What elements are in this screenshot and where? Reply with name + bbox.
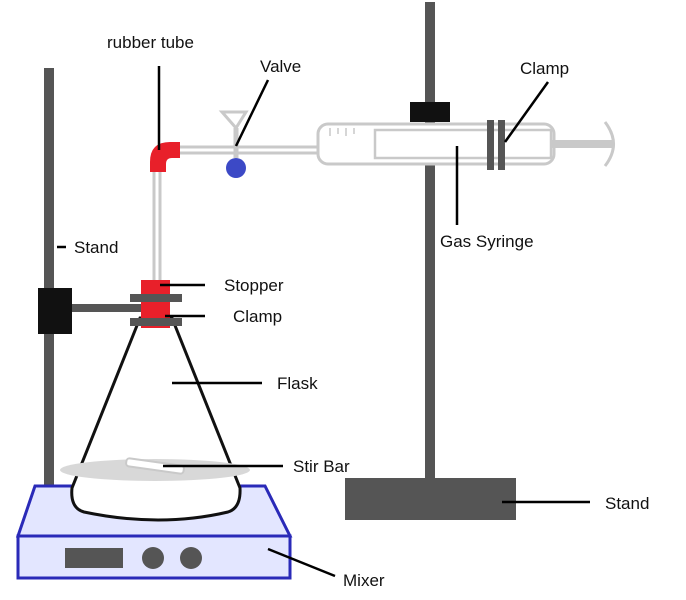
label-stand-right: Stand	[605, 494, 649, 513]
mixer-knob-1	[142, 547, 164, 569]
syringe-plunger-end	[603, 121, 615, 167]
right-stand-base	[345, 478, 516, 520]
left-clamp-block	[38, 288, 72, 334]
left-clamp-arm	[70, 304, 142, 312]
syringe-graduations	[329, 128, 355, 136]
right-stand-rod	[425, 2, 435, 480]
valve-knob	[226, 158, 246, 178]
label-rubber-tube: rubber tube	[107, 33, 194, 52]
left-stand-rod	[44, 68, 54, 500]
label-clamp-left: Clamp	[233, 307, 282, 326]
valve-funnel	[218, 110, 249, 131]
label-clamp-top: Clamp	[520, 59, 569, 78]
syringe-clamp-jaw-left	[487, 120, 494, 170]
label-valve: Valve	[260, 57, 301, 76]
label-stir-bar: Stir Bar	[293, 457, 350, 476]
label-flask: Flask	[277, 374, 318, 393]
mixer-display	[65, 548, 123, 568]
right-clamp-block	[410, 102, 450, 122]
leader-lines	[57, 66, 590, 578]
syringe-plunger	[373, 128, 553, 160]
mixer-knob-2	[180, 547, 202, 569]
label-mixer: Mixer	[343, 571, 385, 590]
flask-clamp-lower	[130, 318, 182, 326]
flask-clamp-upper	[130, 294, 182, 302]
syringe-clamp-jaw-right	[498, 120, 505, 170]
label-gas-syringe: Gas Syringe	[440, 232, 534, 251]
stir-bar	[125, 457, 185, 475]
label-stopper: Stopper	[224, 276, 284, 295]
label-stand-left: Stand	[74, 238, 118, 257]
flask-body	[70, 316, 242, 522]
rubber-tube-elbow	[150, 142, 180, 172]
